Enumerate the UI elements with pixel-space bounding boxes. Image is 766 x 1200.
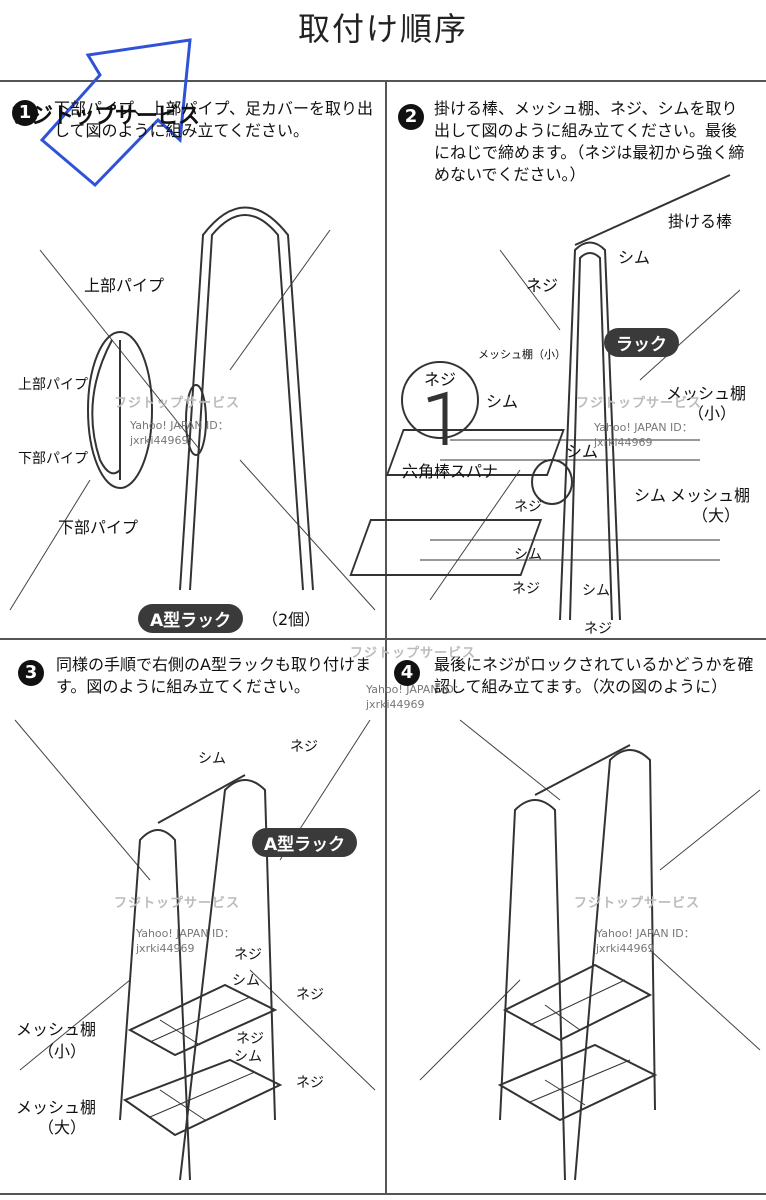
label-mesh-large: メッシュ棚: [16, 1098, 97, 1117]
label-mesh-small-size: （小）: [38, 1042, 87, 1061]
label-screw-top: ネジ: [290, 739, 318, 755]
label-mesh-small-size: （小）: [688, 404, 737, 423]
id-watermark-3-line2: jxrki44969: [366, 698, 425, 711]
id-watermark-line2: jxrki44969: [130, 434, 189, 447]
frame-bottom: [0, 1193, 766, 1195]
label-mesh-large-size: （大）: [38, 1118, 87, 1137]
label-screw-mid: ネジ: [514, 499, 542, 515]
id-watermark-4: Yahoo! JAPAN ID： jxrki44969: [136, 926, 235, 956]
label-shim-mid: シム: [566, 442, 599, 461]
id-watermark-3: Yahoo! JAPAN ID： jxrki44969: [366, 682, 465, 712]
id-watermark-2-line1: Yahoo! JAPAN ID：: [594, 421, 693, 434]
step-3-number: 3: [18, 660, 44, 686]
a-rack-badge-2: A型ラック: [252, 828, 358, 857]
label-screw-4: ネジ: [296, 1075, 324, 1091]
label-screw-top: ネジ: [526, 276, 559, 295]
label-hex-wrench: 六角棒スパナ: [402, 462, 499, 481]
corner-watermark: フジトップサービス: [10, 104, 200, 129]
step-2-number: 2: [398, 104, 424, 130]
id-watermark-4-line1: Yahoo! JAPAN ID：: [136, 927, 235, 940]
a-rack-badge: A型ラック: [138, 604, 244, 633]
id-watermark-5-line2: jxrki44969: [596, 942, 655, 955]
label-mesh-small: メッシュ棚: [16, 1020, 97, 1039]
label-detail-screw: ネジ: [424, 370, 457, 389]
id-watermark-2: Yahoo! JAPAN ID： jxrki44969: [594, 420, 693, 450]
step-4-text: 最後にネジがロックされているかどうかを確認して組み立てます。（次の図のように）: [434, 655, 754, 696]
label-detail-shim: シム: [486, 392, 519, 411]
id-watermark-3-line1: Yahoo! JAPAN ID：: [366, 683, 465, 696]
label-detail-mesh: メッシュ棚（小）: [478, 348, 566, 361]
label-detail-lower-pipe: 下部パイプ: [18, 451, 88, 467]
label-lower-pipe: 下部パイプ: [58, 518, 139, 537]
id-watermark-2-line2: jxrki44969: [594, 436, 653, 449]
id-watermark-line1: Yahoo! JAPAN ID：: [130, 419, 229, 432]
label-upper-pipe: 上部パイプ: [84, 276, 165, 295]
id-watermark-5-line1: Yahoo! JAPAN ID：: [596, 927, 695, 940]
frame-top: [0, 80, 766, 82]
label-hanging-bar: 掛ける棒: [668, 212, 733, 231]
page-title: 取付け順序: [297, 10, 468, 48]
label-detail-upper-pipe: 上部パイプ: [18, 377, 88, 393]
label-mesh-large: メッシュ棚: [670, 486, 751, 505]
step-3-text: 同様の手順で右側のA型ラックも取り付けます。図のように組み立てください。: [56, 655, 371, 696]
shop-watermark-2: フジトップサービス: [576, 396, 703, 411]
label-shim-lower: シム: [634, 486, 667, 505]
frame-divider-bottom: [385, 638, 387, 1193]
shop-watermark: フジトップサービス: [114, 396, 241, 411]
label-shim-top: シム: [618, 248, 651, 267]
id-watermark-4-line2: jxrki44969: [136, 942, 195, 955]
shop-watermark-3: フジトップサービス: [350, 646, 477, 661]
label-shim-2: シム: [234, 1049, 262, 1065]
label-screw-bottom-right: ネジ: [584, 621, 612, 637]
step-2-text: 掛ける棒、メッシュ棚、ネジ、シムを取り出して図のように組み立てください。最後にね…: [434, 99, 745, 184]
step-4-number: 4: [394, 660, 420, 686]
label-shim-top: シム: [198, 751, 226, 767]
rack-badge: ラック: [604, 328, 679, 357]
id-watermark: Yahoo! JAPAN ID： jxrki44969: [130, 418, 229, 448]
frame-divider-top: [385, 80, 387, 638]
label-screw-bottom: ネジ: [512, 581, 540, 597]
label-mesh-small: メッシュ棚: [666, 384, 747, 403]
step-1-number: 1: [12, 100, 38, 126]
shop-watermark-5: フジトップサービス: [574, 896, 701, 911]
step-1-text: 下部パイプ、上部パイプ、足カバーを取り出して図のように組み立てください。: [54, 99, 374, 140]
label-screw-2: ネジ: [296, 987, 324, 1003]
label-shim-1: シム: [232, 973, 260, 989]
label-screw-3: ネジ: [236, 1031, 264, 1047]
frame-middle: [0, 638, 766, 640]
label-screw-1: ネジ: [234, 947, 262, 963]
label-count: （2個）: [262, 610, 321, 629]
label-shim-bottom: シム: [514, 547, 542, 563]
id-watermark-5: Yahoo! JAPAN ID： jxrki44969: [596, 926, 695, 956]
shop-watermark-4: フジトップサービス: [114, 896, 241, 911]
label-mesh-large-size: （大）: [692, 506, 741, 525]
label-shim-bottom-right: シム: [582, 583, 610, 599]
